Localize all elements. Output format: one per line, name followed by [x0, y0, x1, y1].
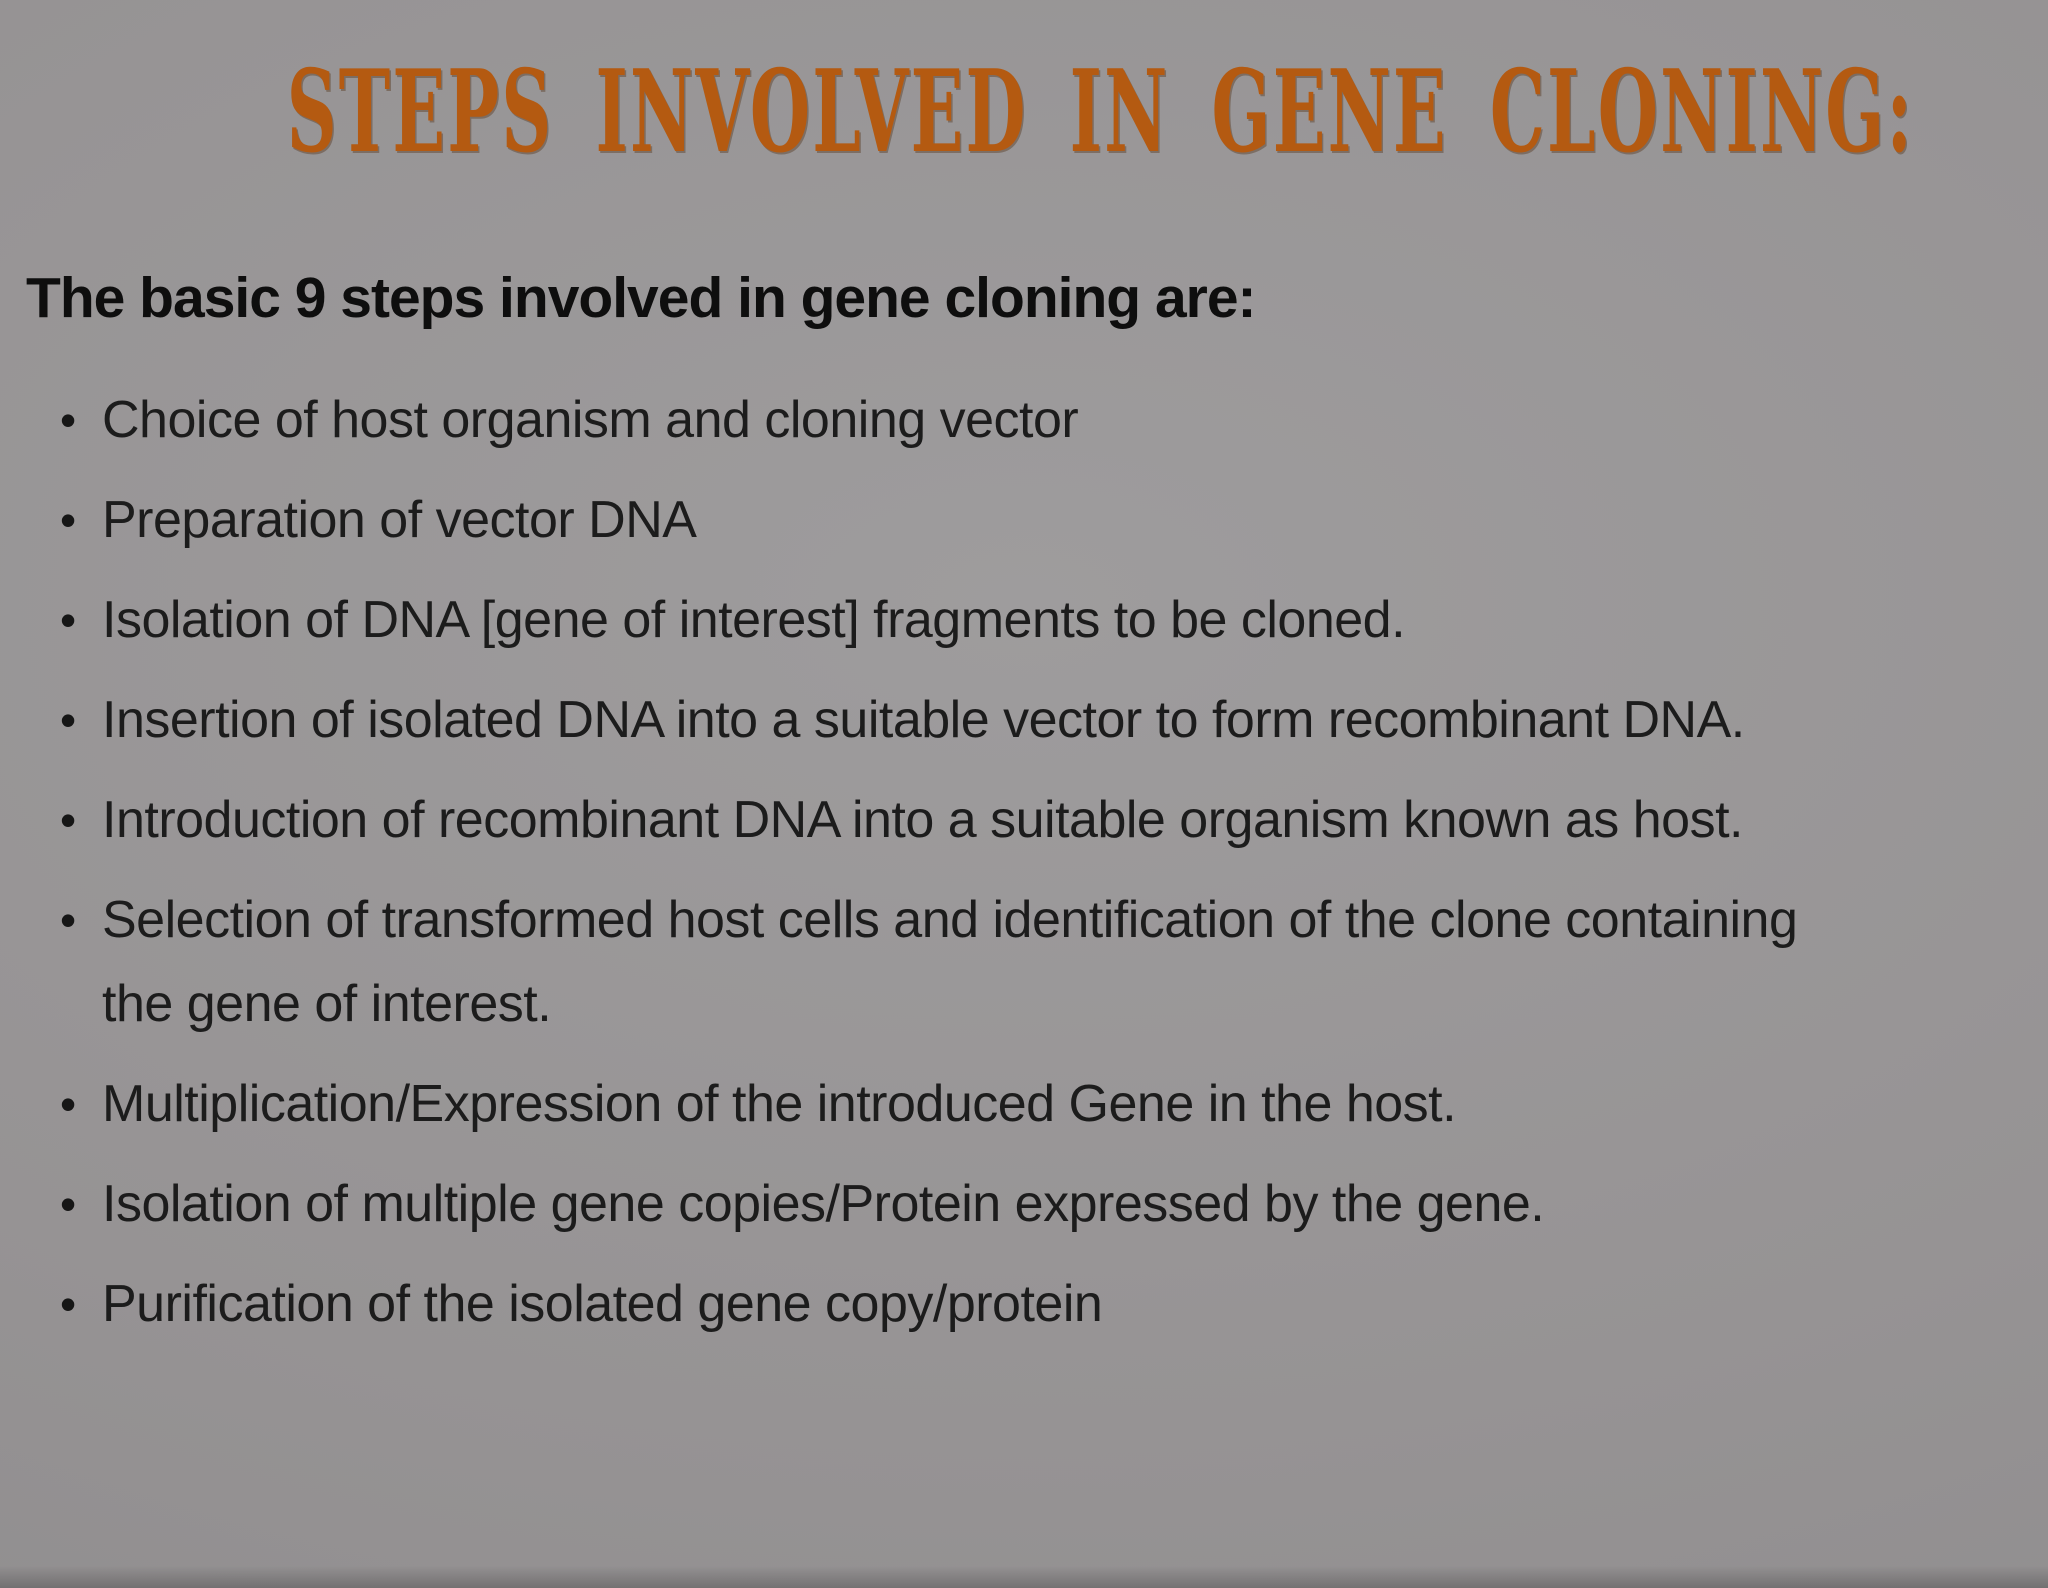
bullet-item: • Multiplication/Expression of the intro…	[58, 1062, 1842, 1146]
bullet-dot-icon: •	[60, 493, 76, 546]
bullet-item: • Isolation of DNA [gene of interest] fr…	[58, 578, 1842, 662]
bullet-item-text: Isolation of DNA [gene of interest] frag…	[102, 590, 1406, 649]
bullet-item-text: Multiplication/Expression of the introdu…	[102, 1074, 1457, 1133]
bullet-item-text: Selection of transformed host cells and …	[102, 890, 1798, 1033]
bullet-item-text: Purification of the isolated gene copy/p…	[102, 1274, 1103, 1333]
bullet-dot-icon: •	[60, 1177, 76, 1230]
bullet-dot-icon: •	[60, 1277, 76, 1330]
bullet-dot-icon: •	[60, 393, 76, 446]
slide-title: STEPS INVOLVED IN GENE CLONING:	[286, 44, 1915, 178]
bullet-item-text: Isolation of multiple gene copies/Protei…	[102, 1174, 1545, 1233]
bullet-dot-icon: •	[60, 693, 76, 746]
bullet-item-text: Introduction of recombinant DNA into a s…	[102, 790, 1743, 849]
bullet-item: • Insertion of isolated DNA into a suita…	[58, 678, 1842, 762]
bullet-item: • Preparation of vector DNA	[58, 478, 1842, 562]
bullet-item-text: Preparation of vector DNA	[102, 490, 697, 549]
bullet-dot-icon: •	[60, 593, 76, 646]
bullet-dot-icon: •	[60, 793, 76, 846]
slide: STEPS INVOLVED IN GENE CLONING: The basi…	[0, 48, 2048, 1588]
bullet-list: • Choice of host organism and cloning ve…	[0, 378, 2048, 1346]
bullet-dot-icon: •	[60, 893, 76, 946]
bullet-item-text: Insertion of isolated DNA into a suitabl…	[102, 690, 1745, 749]
bullet-item: • Selection of transformed host cells an…	[58, 878, 1842, 1046]
slide-subtitle: The basic 9 steps involved in gene cloni…	[26, 265, 1257, 330]
bullet-item: • Choice of host organism and cloning ve…	[58, 378, 1842, 462]
bullet-item: • Isolation of multiple gene copies/Prot…	[58, 1162, 1842, 1246]
bullet-item-text: Choice of host organism and cloning vect…	[102, 390, 1079, 449]
bullet-item: • Introduction of recombinant DNA into a…	[58, 778, 1842, 862]
bullet-dot-icon: •	[60, 1077, 76, 1130]
bullet-item: • Purification of the isolated gene copy…	[58, 1262, 1842, 1346]
